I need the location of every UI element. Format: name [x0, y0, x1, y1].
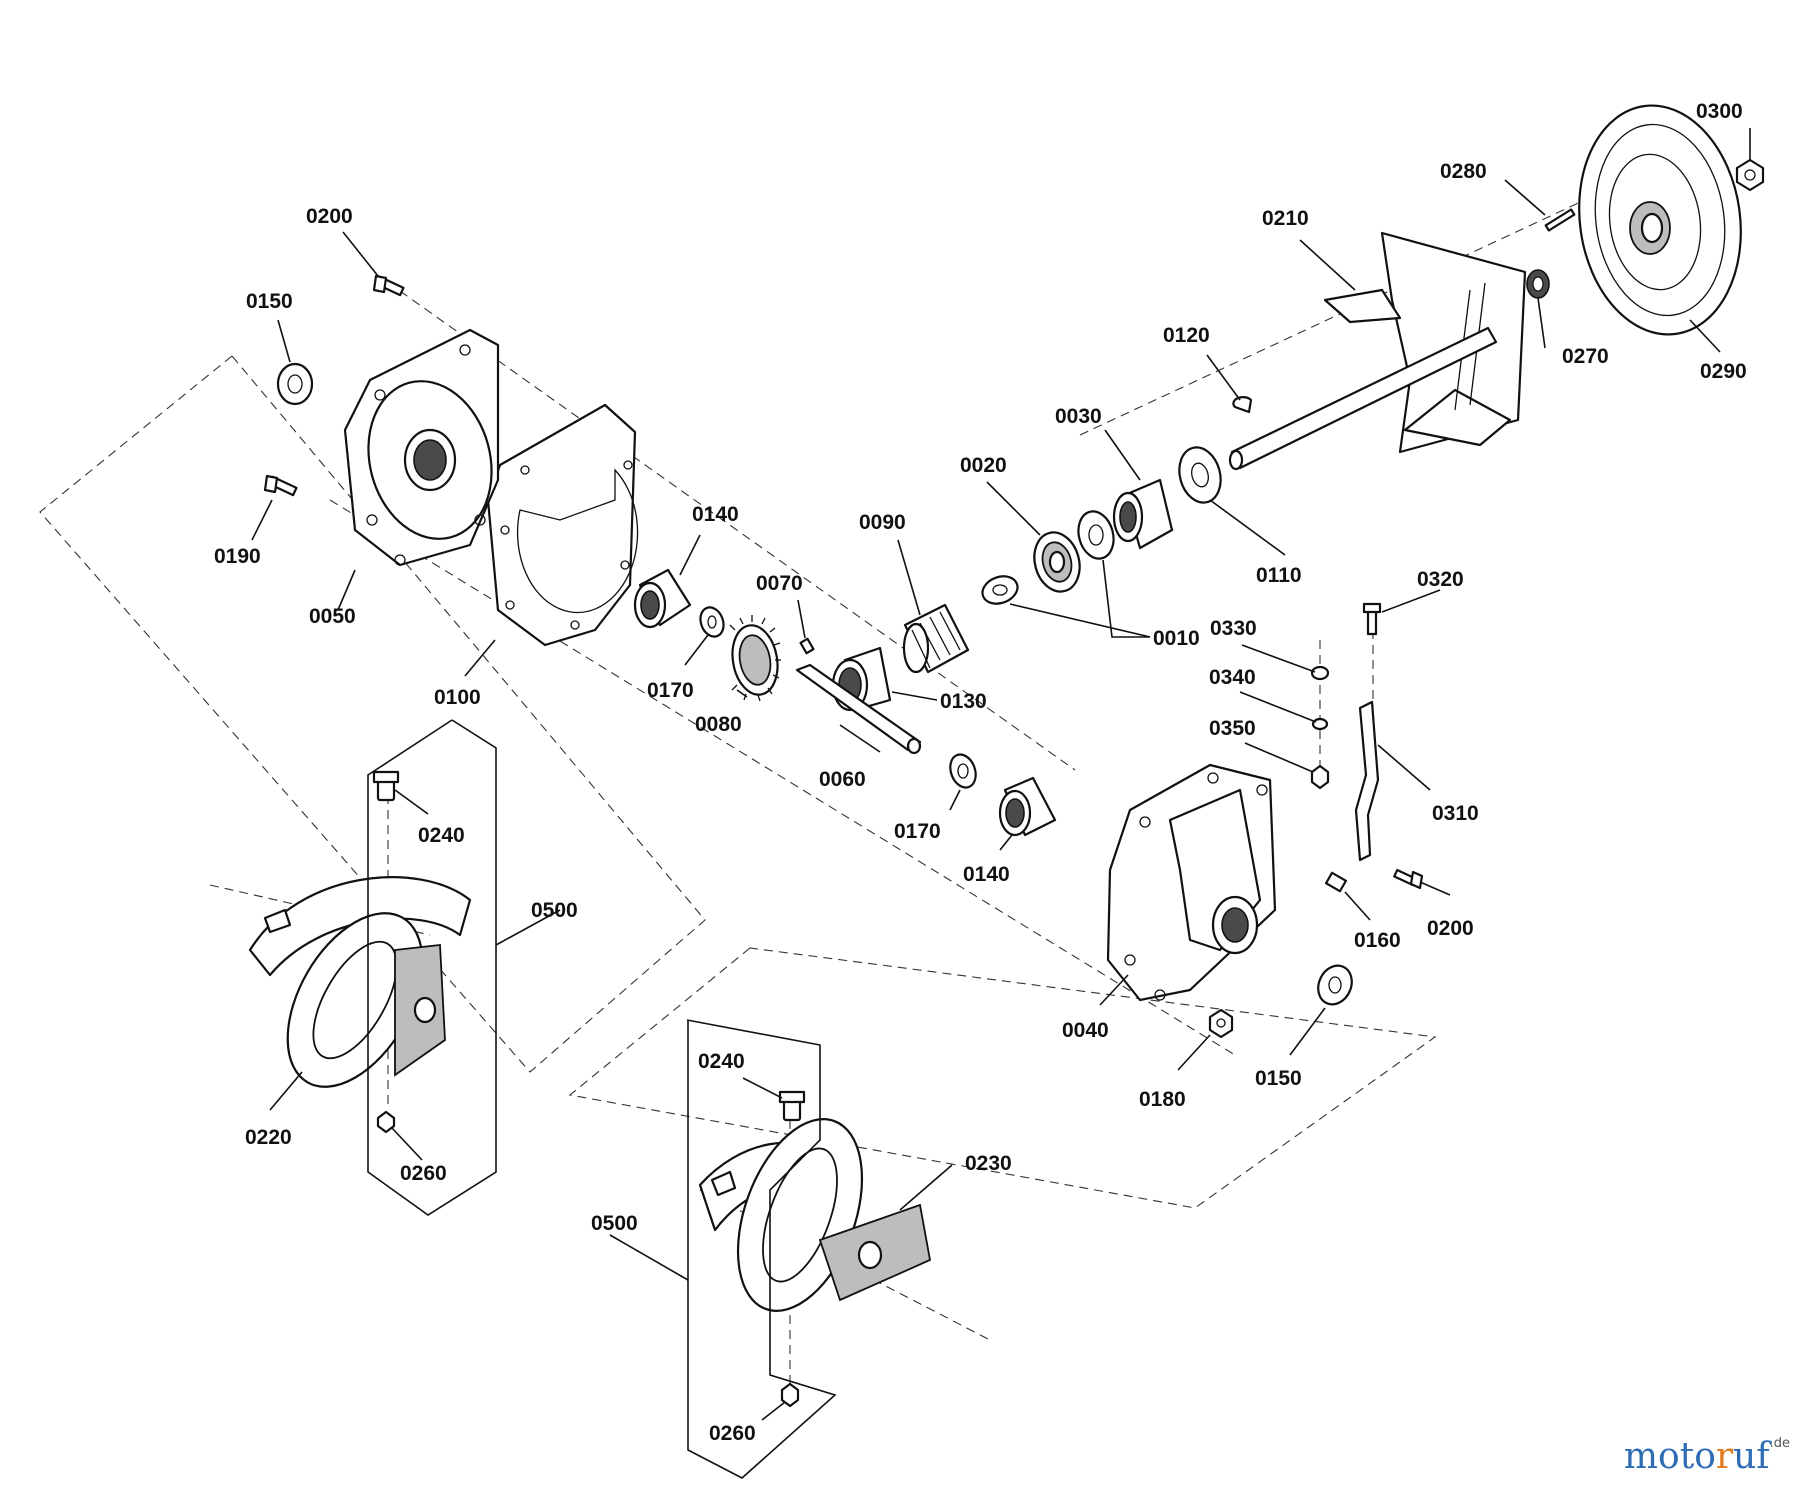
watermark-text-r: r: [1715, 1436, 1734, 1477]
part-0260-nut-right: [780, 1382, 800, 1408]
label-0150-lower: 0150: [1255, 1067, 1302, 1090]
label-0190: 0190: [214, 545, 261, 568]
label-0500-right: 0500: [591, 1212, 638, 1235]
label-0020: 0020: [960, 454, 1007, 477]
label-0170-lower: 0170: [894, 820, 941, 843]
part-0150-bearing-upper: [276, 362, 314, 406]
label-0130: 0130: [940, 690, 987, 713]
axis-upper: [399, 290, 1076, 771]
label-0120: 0120: [1163, 324, 1210, 347]
watermark-text-moto: moto: [1623, 1436, 1716, 1477]
part-0350-nut: [1310, 764, 1330, 790]
left-auger-frame: [39, 355, 706, 1073]
part-0210-impeller-shaft: [1228, 231, 1527, 471]
part-0180-nut: [1208, 1008, 1234, 1039]
label-0050: 0050: [309, 605, 356, 628]
label-0350: 0350: [1209, 717, 1256, 740]
part-0340-lockwasher: [1311, 717, 1329, 731]
label-0030: 0030: [1055, 405, 1102, 428]
label-0260-right: 0260: [709, 1422, 756, 1445]
part-0070-key: [799, 637, 815, 655]
part-0300-nut: [1735, 158, 1765, 192]
part-0200-bolt-upper: [372, 274, 405, 297]
label-0170-upper: 0170: [647, 679, 694, 702]
label-0140-upper: 0140: [692, 503, 739, 526]
leader-lines: [251, 128, 1751, 1421]
axis-lower: [329, 499, 1236, 1056]
part-0280-key: [1544, 208, 1576, 232]
label-0270: 0270: [1562, 345, 1609, 368]
part-0200-bolt-lower: [1393, 868, 1424, 890]
axis-right-auger: [699, 1189, 991, 1341]
label-0200-upper: 0200: [306, 205, 353, 228]
part-0220-auger-left: [248, 876, 472, 1088]
label-0260-left: 0260: [400, 1162, 447, 1185]
part-0110-washer: [1178, 446, 1222, 504]
watermark-text-uf: uf: [1733, 1436, 1770, 1477]
part-0330-washer: [1310, 665, 1330, 681]
label-0320: 0320: [1417, 568, 1464, 591]
part-0500-kit-outline-right: [686, 1019, 837, 1479]
part-0270-washer: [1526, 269, 1550, 299]
label-0010: 0010: [1153, 627, 1200, 650]
label-0060: 0060: [819, 768, 866, 791]
label-0160: 0160: [1354, 929, 1401, 952]
part-0160-setscrew: [1324, 871, 1348, 893]
part-0240-bolt-right: [778, 1090, 806, 1122]
part-0030-bearing: [1112, 478, 1174, 550]
part-0320-bolt: [1362, 602, 1382, 636]
part-0290-pulley: [1578, 104, 1742, 336]
part-0080-gear: [729, 615, 781, 702]
part-0240-bolt-left: [372, 770, 400, 802]
part-labels: 0300 0280 0210 0270 0290 0200 0150 0120 …: [214, 100, 1747, 1445]
label-0340: 0340: [1209, 666, 1256, 689]
part-0170-washer-lower: [949, 753, 977, 789]
part-0140-bushing-upper: [633, 568, 692, 629]
part-0010-washers: [981, 510, 1115, 605]
right-auger-frame: [568, 947, 1437, 1209]
label-0220: 0220: [245, 1126, 292, 1149]
label-0280: 0280: [1440, 160, 1487, 183]
label-0140-lower: 0140: [963, 863, 1010, 886]
part-0140-bushing-lower: [998, 776, 1057, 837]
label-0500-left: 0500: [531, 899, 578, 922]
part-0260-nut-left: [376, 1110, 396, 1134]
label-0290: 0290: [1700, 360, 1747, 383]
part-0500-kit-outline-left: [367, 719, 497, 1216]
part-0170-washer-upper: [699, 606, 725, 638]
part-0230-auger-right: [698, 1118, 932, 1312]
label-0090: 0090: [859, 511, 906, 534]
label-0040: 0040: [1062, 1019, 1109, 1042]
label-0200-lower: 0200: [1427, 917, 1474, 940]
label-0230: 0230: [965, 1152, 1012, 1175]
label-0300: 0300: [1696, 100, 1743, 123]
label-0180: 0180: [1139, 1088, 1186, 1111]
label-0240-right: 0240: [698, 1050, 745, 1073]
part-0100-gasket: [486, 403, 639, 647]
label-0240-left: 0240: [418, 824, 465, 847]
part-0050-gearcase-left: [343, 328, 500, 567]
label-0100: 0100: [434, 686, 481, 709]
part-0150-bearing-lower: [1317, 964, 1353, 1006]
label-0080: 0080: [695, 713, 742, 736]
part-0190-bolt: [263, 474, 298, 497]
label-0110: 0110: [1256, 564, 1302, 587]
label-0330: 0330: [1210, 617, 1257, 640]
watermark-tld: .de: [1769, 1436, 1790, 1451]
part-0120-woodruff-key: [1232, 396, 1253, 414]
part-0060-shaft: [795, 663, 922, 755]
part-0020-thrust-bearing: [1033, 531, 1081, 593]
label-0210: 0210: [1262, 207, 1309, 230]
label-0070: 0070: [756, 572, 803, 595]
label-0150-upper: 0150: [246, 290, 293, 313]
part-0310-bracket: [1354, 700, 1380, 862]
part-0090-worm: [902, 603, 970, 674]
part-0040-gearcase-right: [1106, 763, 1277, 1002]
label-0310: 0310: [1432, 802, 1479, 825]
watermark-logo: motoruf.de: [1624, 1436, 1790, 1477]
